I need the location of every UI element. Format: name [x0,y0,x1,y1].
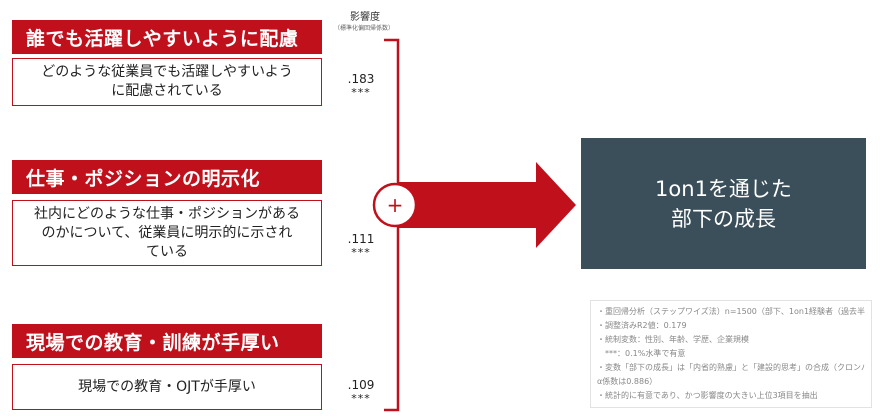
factor-description-2: 社内にどのような仕事・ポジションがある のかについて、従業員に明示的に示され て… [12,200,322,266]
factor-1-coefficient: .183 [347,72,375,86]
factor-3-significance: *** [351,392,371,405]
factor-3-desc-line-1: 現場での教育・OJTが手厚い [78,378,256,395]
impact-label: 影響度 [350,12,380,23]
outcome-line-2: 部下の成長 [671,206,776,231]
note-1: ・重回帰分析（ステップワイズ法）n=1500（部下、1on1経験者（過去半年）） [597,307,865,316]
factor-2-desc-line-1: 社内にどのような仕事・ポジションがある [34,205,300,222]
factor-2-significance: *** [351,246,371,259]
impact-sublabel: （標準化偏回帰係数） [334,25,395,32]
factor-1-desc-line-2: に配慮されている [111,83,223,99]
factor-2-coefficient-block: .111 *** [344,232,378,260]
factor-2-desc-line-3: ている [146,243,188,260]
impact-heading: 影響度 （標準化偏回帰係数） [334,8,394,32]
note-3: ・統制変数：性別、年齢、学歴、企業規模 [597,335,749,344]
factor-1-desc-line-1: どのような従業員でも活躍しやすいよう [41,64,293,80]
factor-title-3: 現場での教育・訓練が手厚い [12,324,322,358]
note-5: ・変数「部下の成長」は「内省的熟慮」と「建設的思考」の合成（クロンバックの [597,363,865,372]
note-4: ***：0.1%水準で有意 [597,349,686,358]
factor-3-coefficient-block: .109 *** [344,378,378,406]
plus-sign: + [387,193,404,217]
factor-2-desc-line-2: のかについて、従業員に明示的に示され [41,224,293,241]
factor-1-significance: *** [351,86,371,99]
factor-description-1: どのような従業員でも活躍しやすいよう に配慮されている [12,58,322,106]
analysis-notes: ・重回帰分析（ステップワイズ法）n=1500（部下、1on1経験者（過去半年））… [590,300,872,408]
factor-2-coefficient: .111 [347,232,375,246]
outcome-box: 1on1を通じた 部下の成長 [581,138,866,269]
outcome-line-1: 1on1を通じた [655,176,792,201]
plus-circle [372,182,418,228]
factor-title-2: 仕事・ポジションの明示化 [12,160,322,194]
arrow-shape [398,162,576,248]
factor-description-3: 現場での教育・OJTが手厚い [12,364,322,410]
note-2: ・調整済みR2値：0.179 [597,321,687,330]
note-6: α係数は0.886） [597,377,658,386]
factor-title-1: 誰でも活躍しやすいように配慮 [12,20,322,54]
note-7: ・統計的に有意であり、かつ影響度の大きい上位3項目を抽出 [597,391,818,400]
factor-3-coefficient: .109 [347,378,375,392]
factor-1-coefficient-block: .183 *** [344,72,378,100]
